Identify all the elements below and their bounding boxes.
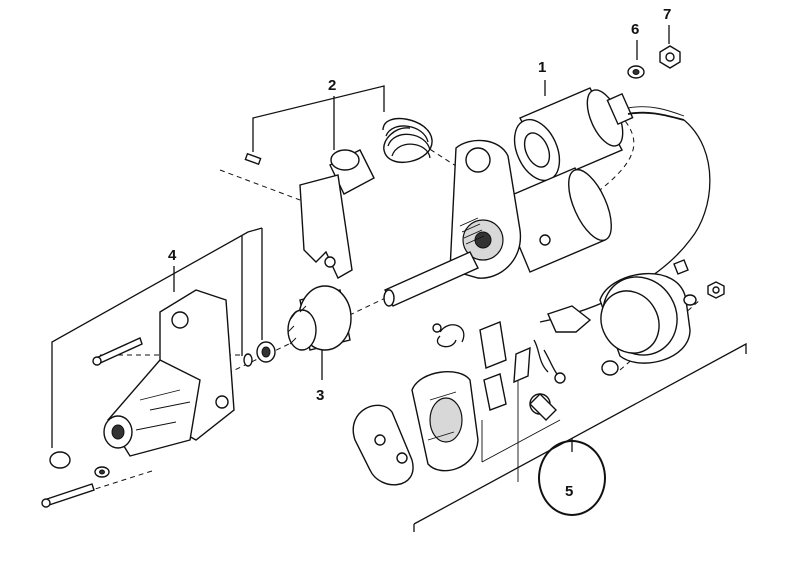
leader-lines [51,25,747,532]
callout-2: 2 [328,77,337,94]
pinion-drive [243,285,352,367]
callout-4: 4 [168,247,177,264]
washer [627,65,645,79]
callout-5-highlight-ring [538,440,606,516]
callout-3: 3 [316,387,325,404]
drive-end-bearing [41,289,235,508]
brush-holder-set [352,259,725,486]
engaging-lever-kit [244,117,433,279]
motor-housing [383,139,612,307]
callout-7: 7 [663,6,672,23]
solenoid-switch [513,87,711,323]
callout-1: 1 [538,59,547,76]
nut [659,45,681,69]
callout-6: 6 [631,21,640,38]
